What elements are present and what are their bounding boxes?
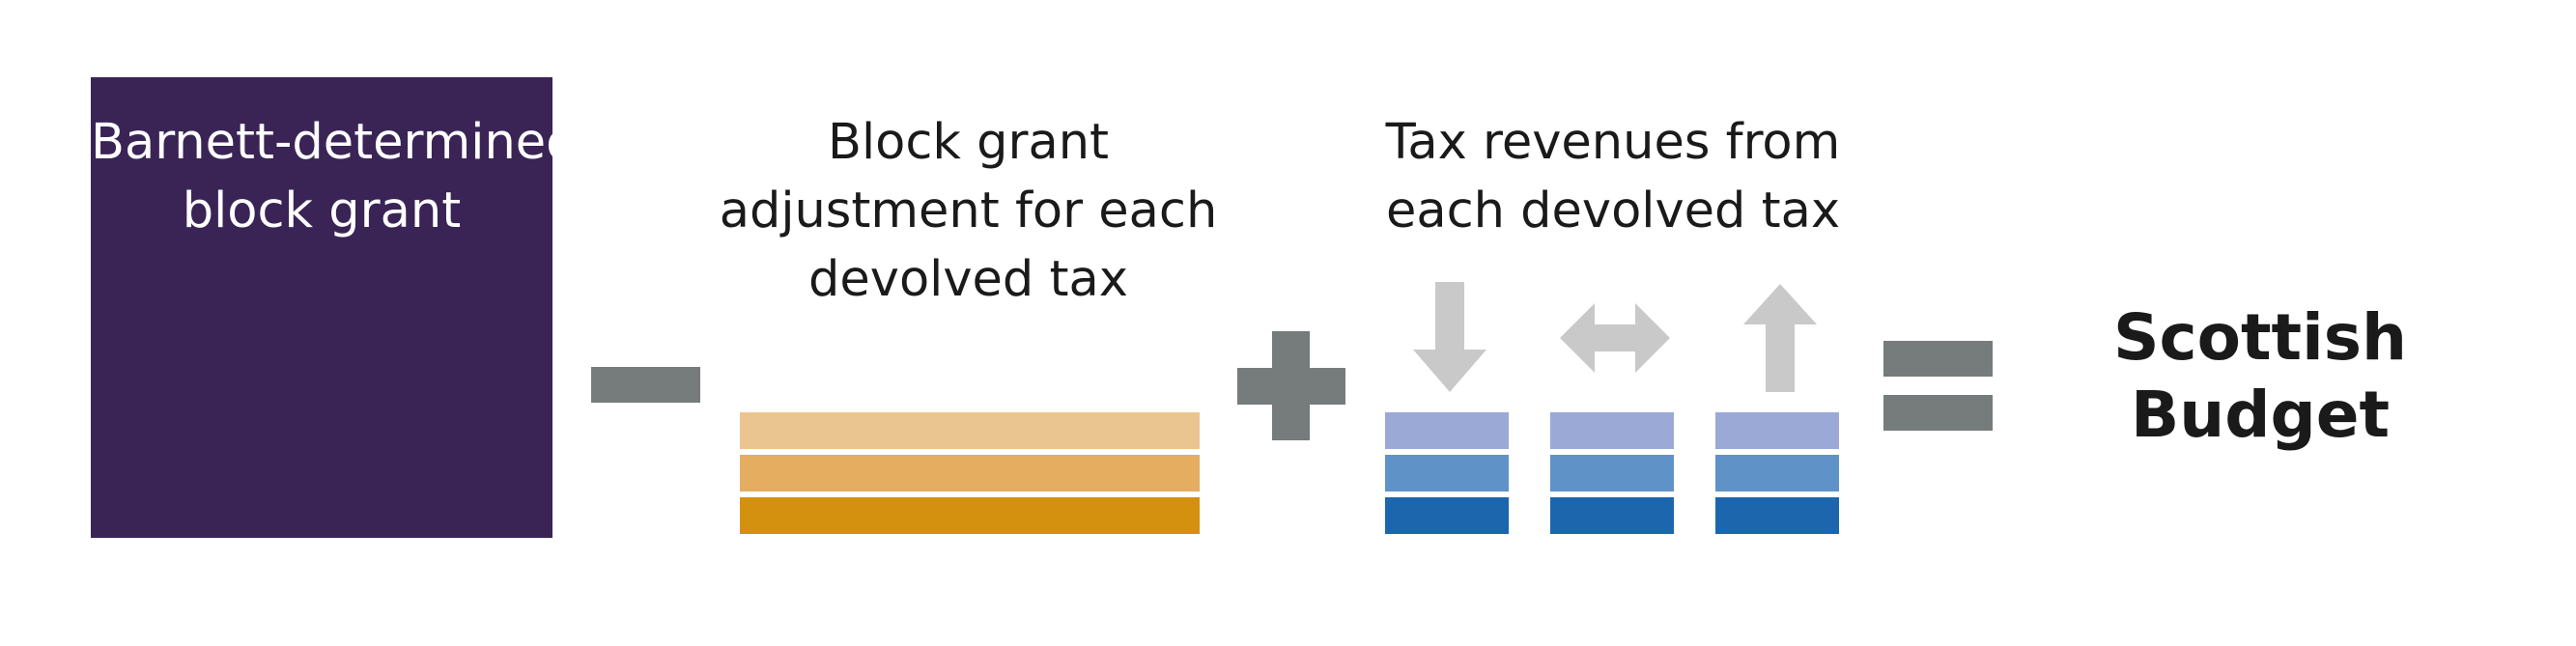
tax-bar-dark bbox=[1385, 497, 1509, 534]
minus-icon bbox=[591, 367, 700, 403]
tax-bar-light bbox=[1385, 412, 1509, 449]
block-grant-label-line-2: block grant bbox=[182, 183, 462, 239]
adjustment-label: Block grant adjustment for each devolved… bbox=[715, 108, 1222, 314]
adjustment-label-line-3: devolved tax bbox=[808, 251, 1128, 308]
tax-revenues-label-line-1: Tax revenues from bbox=[1385, 114, 1841, 171]
adjustment-bar-light bbox=[740, 412, 1200, 449]
block-grant-label-line-1: Barnett-determined bbox=[91, 114, 578, 171]
equals-icon-bottom bbox=[1883, 395, 1993, 431]
block-grant-label: Barnett-determined block grant bbox=[91, 108, 578, 245]
equals-icon-top bbox=[1883, 341, 1993, 377]
scottish-budget-line-1: Scottish bbox=[2113, 300, 2407, 375]
plus-icon-vertical bbox=[1272, 331, 1310, 440]
block-grant-box bbox=[91, 77, 552, 538]
adjustment-bar-mid bbox=[740, 455, 1200, 492]
tax-bar-light bbox=[1715, 412, 1839, 449]
adjustment-label-line-1: Block grant bbox=[827, 114, 1110, 171]
tax-bar-dark bbox=[1550, 497, 1674, 534]
scottish-budget-label: Scottish Budget bbox=[2086, 299, 2434, 454]
arrow-down-icon bbox=[1413, 282, 1486, 392]
tax-bar-dark bbox=[1715, 497, 1839, 534]
tax-revenues-label: Tax revenues from each devolved tax bbox=[1352, 108, 1874, 245]
tax-bar-mid bbox=[1385, 455, 1509, 492]
scottish-budget-line-2: Budget bbox=[2130, 378, 2391, 452]
arrow-left-right-icon bbox=[1560, 303, 1670, 373]
tax-bar-mid bbox=[1550, 455, 1674, 492]
tax-revenues-label-line-2: each devolved tax bbox=[1385, 183, 1841, 239]
tax-bar-light bbox=[1550, 412, 1674, 449]
tax-bar-mid bbox=[1715, 455, 1839, 492]
arrow-up-icon bbox=[1743, 284, 1817, 392]
adjustment-label-line-2: adjustment for each bbox=[719, 183, 1218, 239]
adjustment-bar-dark bbox=[740, 497, 1200, 534]
